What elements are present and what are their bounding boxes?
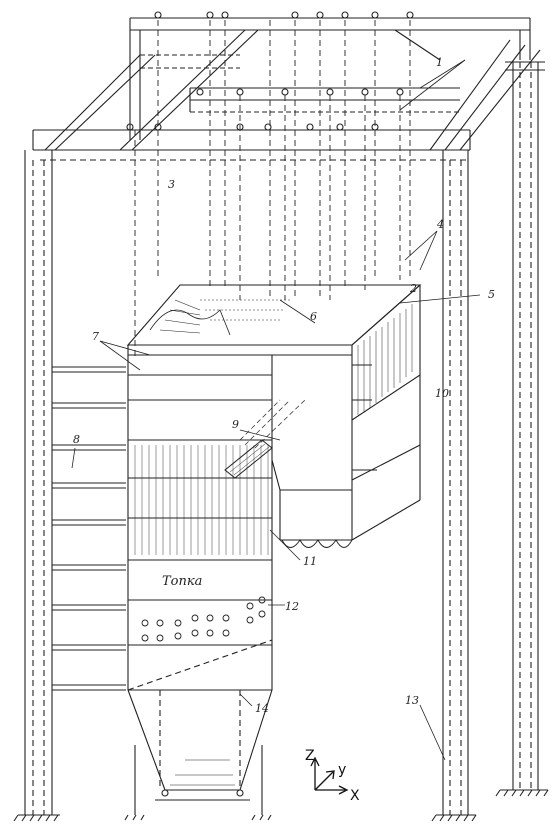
callout-8: 8 (73, 433, 80, 446)
callout-11: 11 (303, 555, 317, 568)
right-rear-column (495, 61, 549, 797)
axis-y-label: y (338, 762, 346, 778)
burner-holes (141, 596, 266, 642)
leader-lines (71, 59, 481, 761)
callout-5: 5 (488, 288, 495, 301)
hanger-bolts (126, 11, 414, 131)
callout-9: 9 (232, 418, 239, 431)
callout-13: 13 (405, 694, 419, 707)
callout-labels: 1 2 3 4 5 6 7 8 9 10 11 12 13 14 (73, 56, 495, 715)
suspension-beam (189, 87, 460, 113)
callout-14: 14 (255, 702, 269, 715)
convective-shaft (279, 284, 421, 548)
inclined-beams (44, 29, 541, 151)
axis-x-label: X (350, 788, 360, 804)
callout-7: 7 (92, 330, 99, 343)
hangers (134, 20, 411, 360)
callout-10: 10 (435, 387, 449, 400)
callout-12: 12 (285, 600, 299, 613)
horizontal-ties (52, 364, 377, 691)
hopper (124, 639, 273, 821)
left-front-column (13, 150, 60, 822)
axis-z-label: Z (305, 748, 315, 764)
rear-frame (129, 17, 531, 140)
callout-4: 4 (436, 218, 444, 231)
axes-indicator (310, 756, 349, 795)
callout-2: 2 (409, 282, 417, 295)
front-frame (32, 129, 471, 161)
right-front-column (431, 150, 477, 822)
callout-6: 6 (310, 310, 317, 323)
callout-3: 3 (168, 178, 175, 191)
furnace-shaft (127, 345, 306, 691)
callout-1: 1 (436, 56, 443, 69)
furnace-label: Топка (162, 574, 202, 589)
